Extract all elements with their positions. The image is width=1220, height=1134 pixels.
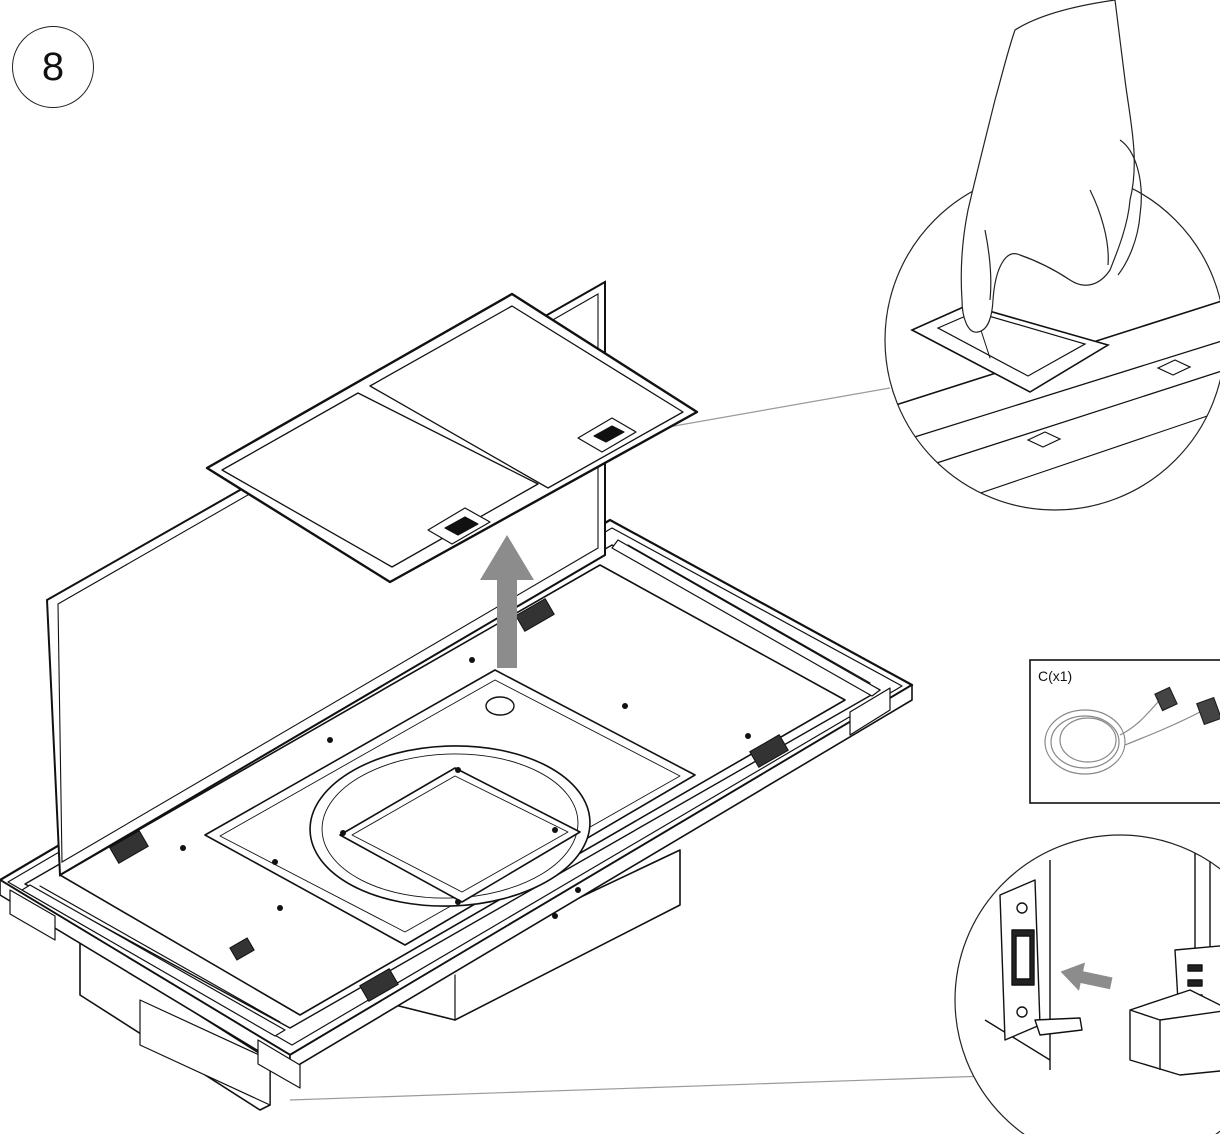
- lift-arrow-icon: [480, 535, 534, 668]
- leader-lines: [289, 387, 1016, 1101]
- power-cord-icon: [1044, 686, 1220, 775]
- step-number-badge: 8: [12, 26, 94, 108]
- leader-line-filter: [639, 387, 891, 433]
- drain-hole: [485, 696, 515, 716]
- end-caps: [9, 687, 891, 1089]
- filter-handles: [427, 417, 637, 545]
- parts-box-label: C(x1): [1038, 668, 1073, 684]
- fixing-holes: [180, 657, 751, 919]
- hand-press-icon: [960, 0, 1142, 333]
- parts-box: [1029, 659, 1220, 804]
- grease-filters: [205, 292, 699, 584]
- power-connection-detail: [954, 834, 1220, 1134]
- frame-hinges: [109, 598, 789, 1002]
- downdraft-hood-body: [0, 518, 914, 1111]
- motor-housing: [79, 849, 681, 1111]
- fan-cover: [339, 767, 581, 903]
- socket: [999, 879, 1083, 1041]
- power-plug-icon: [1129, 840, 1220, 1076]
- side-grilles: [21, 539, 881, 1037]
- filter-release-detail: [884, 0, 1220, 511]
- insert-arrow-icon: [1060, 962, 1113, 991]
- leader-line-power: [289, 1074, 1016, 1101]
- step-number: 8: [41, 45, 65, 89]
